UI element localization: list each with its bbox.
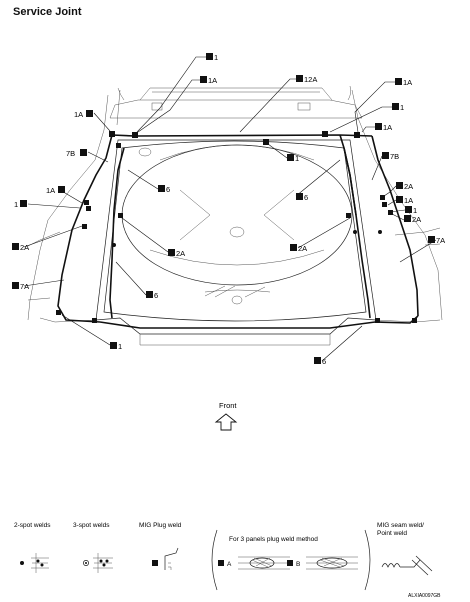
callout-label: 7B bbox=[66, 149, 87, 158]
callout-label: 1 bbox=[392, 103, 404, 112]
svg-text:A: A bbox=[227, 561, 232, 568]
callout-label: 2A bbox=[290, 244, 307, 253]
page-title: Service Joint bbox=[13, 6, 82, 18]
callout-label: 1A bbox=[375, 123, 392, 132]
svg-text:7A: 7A bbox=[20, 282, 29, 291]
callout-label: 1A bbox=[200, 76, 217, 85]
svg-text:1: 1 bbox=[295, 154, 299, 163]
callout-label: 1 bbox=[405, 206, 417, 215]
weld-marks bbox=[56, 131, 417, 323]
svg-text:1A: 1A bbox=[208, 76, 217, 85]
callout-label: 6 bbox=[158, 185, 170, 194]
svg-text:1: 1 bbox=[14, 200, 18, 209]
svg-text:1: 1 bbox=[214, 53, 218, 62]
callout-labels: 1 1A 12A 1A 1 1A 1A 1 7B 6 6 7B 1A 2A 1A… bbox=[12, 53, 445, 366]
mig-plug-weld-icon bbox=[152, 547, 179, 570]
three-spot-weld-icon bbox=[83, 553, 113, 573]
callout-label: 2A bbox=[404, 215, 421, 224]
svg-text:6: 6 bbox=[154, 291, 158, 300]
svg-text:2A: 2A bbox=[20, 243, 29, 252]
svg-text:2A: 2A bbox=[298, 244, 307, 253]
two-spot-weld-icon bbox=[20, 553, 49, 573]
callout-label: 7A bbox=[428, 236, 445, 245]
callout-label: 1 bbox=[287, 154, 299, 163]
svg-text:1A: 1A bbox=[404, 196, 413, 205]
svg-text:1: 1 bbox=[118, 342, 122, 351]
callout-label: 1A bbox=[396, 196, 413, 205]
legend-mig-plug-label: MIG Plug weld bbox=[139, 522, 182, 529]
callout-label: 2A bbox=[168, 249, 185, 258]
legend-mig-seam-label-line2: Point weld bbox=[377, 530, 407, 537]
legend-three-spot-label: 3-spot welds bbox=[73, 522, 110, 529]
mig-seam-weld-icon bbox=[381, 555, 433, 576]
three-panel-method-b-icon: B bbox=[287, 556, 358, 570]
image-code: ALXIA0097GB bbox=[408, 593, 441, 599]
callout-label: 1A bbox=[46, 186, 65, 195]
front-arrow-icon bbox=[214, 413, 238, 431]
svg-text:2A: 2A bbox=[412, 215, 421, 224]
legend-bracket-right bbox=[364, 529, 371, 591]
svg-text:B: B bbox=[296, 561, 300, 568]
svg-text:12A: 12A bbox=[304, 75, 317, 84]
svg-text:1: 1 bbox=[400, 103, 404, 112]
callout-label: 7A bbox=[12, 282, 29, 291]
callout-label: 2A bbox=[12, 243, 29, 252]
legend-three-panels-label: For 3 panels plug weld method bbox=[229, 536, 318, 543]
legend-two-spot-label: 2-spot welds bbox=[14, 522, 51, 529]
callout-label: 2A bbox=[396, 182, 413, 191]
svg-text:7B: 7B bbox=[66, 149, 75, 158]
service-joint-lines bbox=[57, 134, 419, 329]
front-indicator: Front bbox=[214, 401, 238, 431]
svg-text:7A: 7A bbox=[436, 236, 445, 245]
leader-lines bbox=[23, 56, 437, 362]
svg-text:1: 1 bbox=[413, 206, 417, 215]
callout-label: 1A bbox=[395, 78, 412, 87]
svg-text:1A: 1A bbox=[403, 78, 412, 87]
weld-legend: 2-spot welds 3-spot welds MIG Plug weld … bbox=[14, 522, 441, 599]
svg-text:6: 6 bbox=[304, 193, 308, 202]
svg-text:1A: 1A bbox=[74, 110, 83, 119]
callout-label: 1A bbox=[74, 110, 93, 119]
front-label: Front bbox=[219, 401, 237, 410]
callout-label: 6 bbox=[314, 357, 326, 366]
callout-label: 1 bbox=[206, 53, 218, 62]
callout-label: 1 bbox=[14, 200, 27, 209]
svg-text:2A: 2A bbox=[404, 182, 413, 191]
legend-bracket-left bbox=[211, 529, 218, 591]
callout-label: 12A bbox=[296, 75, 317, 84]
svg-text:2A: 2A bbox=[176, 249, 185, 258]
callout-label: 1 bbox=[110, 342, 122, 351]
callout-label: 6 bbox=[146, 291, 158, 300]
svg-text:1A: 1A bbox=[383, 123, 392, 132]
svg-text:6: 6 bbox=[322, 357, 326, 366]
callout-label: 7B bbox=[382, 152, 399, 161]
svg-text:6: 6 bbox=[166, 185, 170, 194]
spare-tire-well bbox=[39, 139, 441, 346]
svg-text:7B: 7B bbox=[390, 152, 399, 161]
svg-text:1A: 1A bbox=[46, 186, 55, 195]
three-panel-method-a-icon: A bbox=[218, 556, 290, 570]
callout-label: 6 bbox=[296, 193, 308, 202]
legend-mig-seam-label-line1: MIG seam weld/ bbox=[377, 522, 424, 529]
